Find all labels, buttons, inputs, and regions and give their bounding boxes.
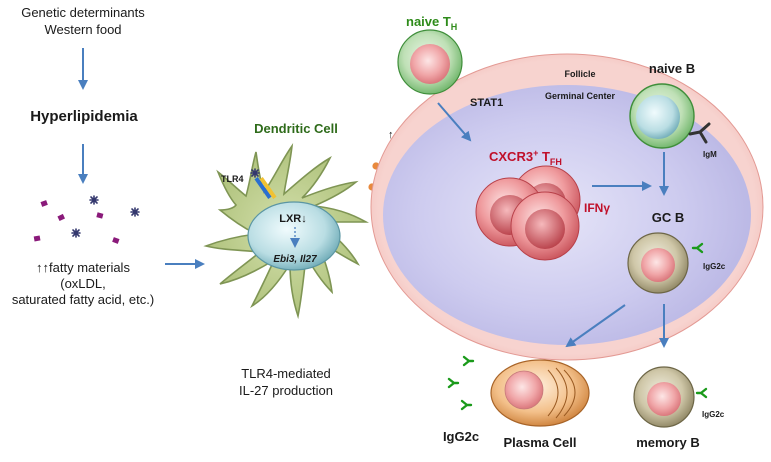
fat-dot	[96, 212, 104, 219]
naive-b-nucleus	[636, 95, 680, 139]
igg2c-label-memory: IgG2c	[702, 410, 725, 419]
memory-b-label: memory B	[636, 435, 700, 450]
lipid-star-icon	[89, 195, 99, 205]
secreted-antibodies	[447, 355, 475, 411]
causes-line-1: Genetic determinants	[21, 5, 145, 20]
tfh-nucleus	[525, 209, 565, 249]
er-lines	[547, 367, 576, 419]
naive-th-label-main: naive T	[406, 14, 451, 29]
gc-b-label: GC B	[652, 210, 685, 225]
genes-label: Ebi3, Il27	[273, 254, 317, 265]
plasma-cell-nucleus	[504, 370, 544, 410]
igg2c-label-large: IgG2c	[443, 429, 479, 444]
igm-label: IgM	[703, 150, 717, 159]
tfh-label-sup: +	[533, 148, 538, 158]
plasma-cell	[490, 359, 590, 427]
memory-b-nucleus	[647, 382, 681, 416]
arrow-th-to-tfh	[437, 102, 472, 142]
fat-dot	[40, 200, 48, 207]
ifn-gamma-label: IFNγ	[584, 201, 610, 215]
dc-nucleus	[247, 201, 341, 271]
lipid-star-icon	[130, 207, 140, 217]
naive-th-label: naive TH	[406, 14, 457, 32]
fatty-materials-line-1: ↑↑fatty materials	[36, 260, 130, 275]
igg2c-antibody-icon	[460, 399, 473, 411]
fatty-materials-line-2: (oxLDL,	[60, 276, 106, 291]
naive-th-nucleus	[410, 44, 450, 84]
igm-receptor-icon	[688, 122, 711, 144]
tfh-cell-cluster	[475, 165, 581, 261]
fatty-particles	[33, 195, 140, 244]
igg2c-antibody-icon	[695, 387, 708, 399]
igg2c-antibody-icon	[462, 355, 475, 367]
lipid-star-icon	[71, 228, 81, 238]
igg2c-antibody-icon	[447, 377, 460, 389]
tfh-label-sub: FH	[550, 157, 562, 167]
gc-b-nucleus	[641, 248, 675, 282]
stat1-label: STAT1	[470, 97, 503, 109]
tfh-label-main: CXCR3	[489, 149, 533, 164]
dendritic-cell-title: Dendritic Cell	[254, 121, 338, 136]
tlr4-label: TLR4	[221, 174, 244, 184]
fat-dot	[33, 235, 41, 242]
arrow-gcb-to-plasma	[565, 304, 626, 348]
tfh-label-t: T	[538, 149, 550, 164]
fatty-materials-line-3: saturated fatty acid, etc.)	[12, 292, 154, 307]
naive-b-label: naive B	[649, 61, 695, 76]
naive-th-label-sub: H	[451, 22, 458, 32]
tfh-label: CXCR3+ TFH	[489, 148, 562, 167]
follicle-label: Follicle	[564, 69, 595, 79]
tlr4-receptor-icon	[250, 168, 277, 199]
dc-caption-line-1: TLR4-mediated	[241, 366, 331, 381]
plasma-cell-label: Plasma Cell	[504, 435, 577, 450]
hyperlipidemia-label: Hyperlipidemia	[30, 108, 138, 125]
fat-dot	[112, 237, 120, 244]
dc-caption-line-2: IL-27 production	[239, 383, 333, 398]
lxr-label: LXR↓	[279, 213, 307, 225]
germinal-center-label: Germinal Center	[545, 91, 616, 101]
fat-dot	[57, 213, 65, 221]
igg2c-label-gcb: IgG2c	[703, 262, 726, 271]
causes-line-2: Western food	[44, 22, 121, 37]
